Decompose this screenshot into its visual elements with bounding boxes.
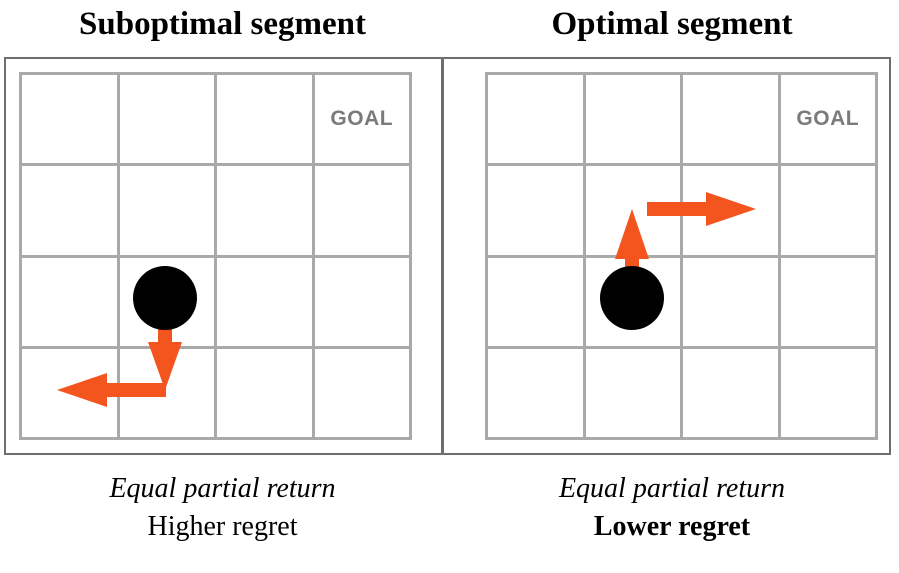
grid-cell-r4c4	[314, 348, 412, 440]
grid-cell-r3c2-agent	[119, 257, 217, 349]
grid-cell-r2c3	[683, 166, 781, 258]
grid-cell-r3c3	[217, 257, 315, 349]
goal-label: GOAL	[330, 107, 394, 131]
grid-cell-r1c4-goal: GOAL	[780, 75, 878, 167]
grid-cell-r1c3	[217, 75, 315, 167]
gridworld-optimal: GOAL	[485, 72, 878, 440]
gridworld-suboptimal: GOAL	[19, 72, 412, 440]
grid-cell-r4c2	[585, 348, 683, 440]
goal-label: GOAL	[796, 107, 860, 131]
grid-cell-r2c2	[585, 166, 683, 258]
grid-cell-r1c2	[119, 75, 217, 167]
grid-cell-r4c3	[217, 348, 315, 440]
grid-cell-r2c4	[314, 166, 412, 258]
panel-divider	[441, 57, 444, 455]
grid-cell-r2c3	[217, 166, 315, 258]
grid-cell-r4c1	[488, 348, 586, 440]
caption-partial-return: Equal partial return	[558, 473, 786, 504]
panel-title-suboptimal: Suboptimal segment	[79, 6, 366, 42]
grid-cell-r1c3	[683, 75, 781, 167]
grid-cell-r3c1	[22, 257, 120, 349]
grid-cell-r4c3	[683, 348, 781, 440]
grid-cell-r2c1	[22, 166, 120, 258]
grid-cell-r3c4	[780, 257, 878, 349]
caption-partial-return: Equal partial return	[109, 473, 336, 504]
grid-cell-r2c1	[488, 166, 586, 258]
grid-cell-r3c2-agent	[585, 257, 683, 349]
caption-suboptimal: Equal partial return Higher regret	[0, 470, 445, 546]
grid-cell-r4c2	[119, 348, 217, 440]
caption-optimal: Equal partial return Lower regret	[445, 470, 899, 546]
grid-cell-r2c2	[119, 166, 217, 258]
caption-regret: Lower regret	[593, 511, 751, 542]
grid-cell-r4c4	[780, 348, 878, 440]
grid-cell-r1c1	[22, 75, 120, 167]
grid-cell-r2c4	[780, 166, 878, 258]
grid-cell-r1c2	[585, 75, 683, 167]
grid-cell-r1c4-goal: GOAL	[314, 75, 412, 167]
grid-cell-r3c4	[314, 257, 412, 349]
grid-cell-r4c1	[22, 348, 120, 440]
caption-regret: Higher regret	[147, 511, 298, 542]
grid-cell-r3c1	[488, 257, 586, 349]
panel-title-optimal: Optimal segment	[551, 6, 793, 42]
grid-cell-r1c1	[488, 75, 586, 167]
grid-cell-r3c3	[683, 257, 781, 349]
